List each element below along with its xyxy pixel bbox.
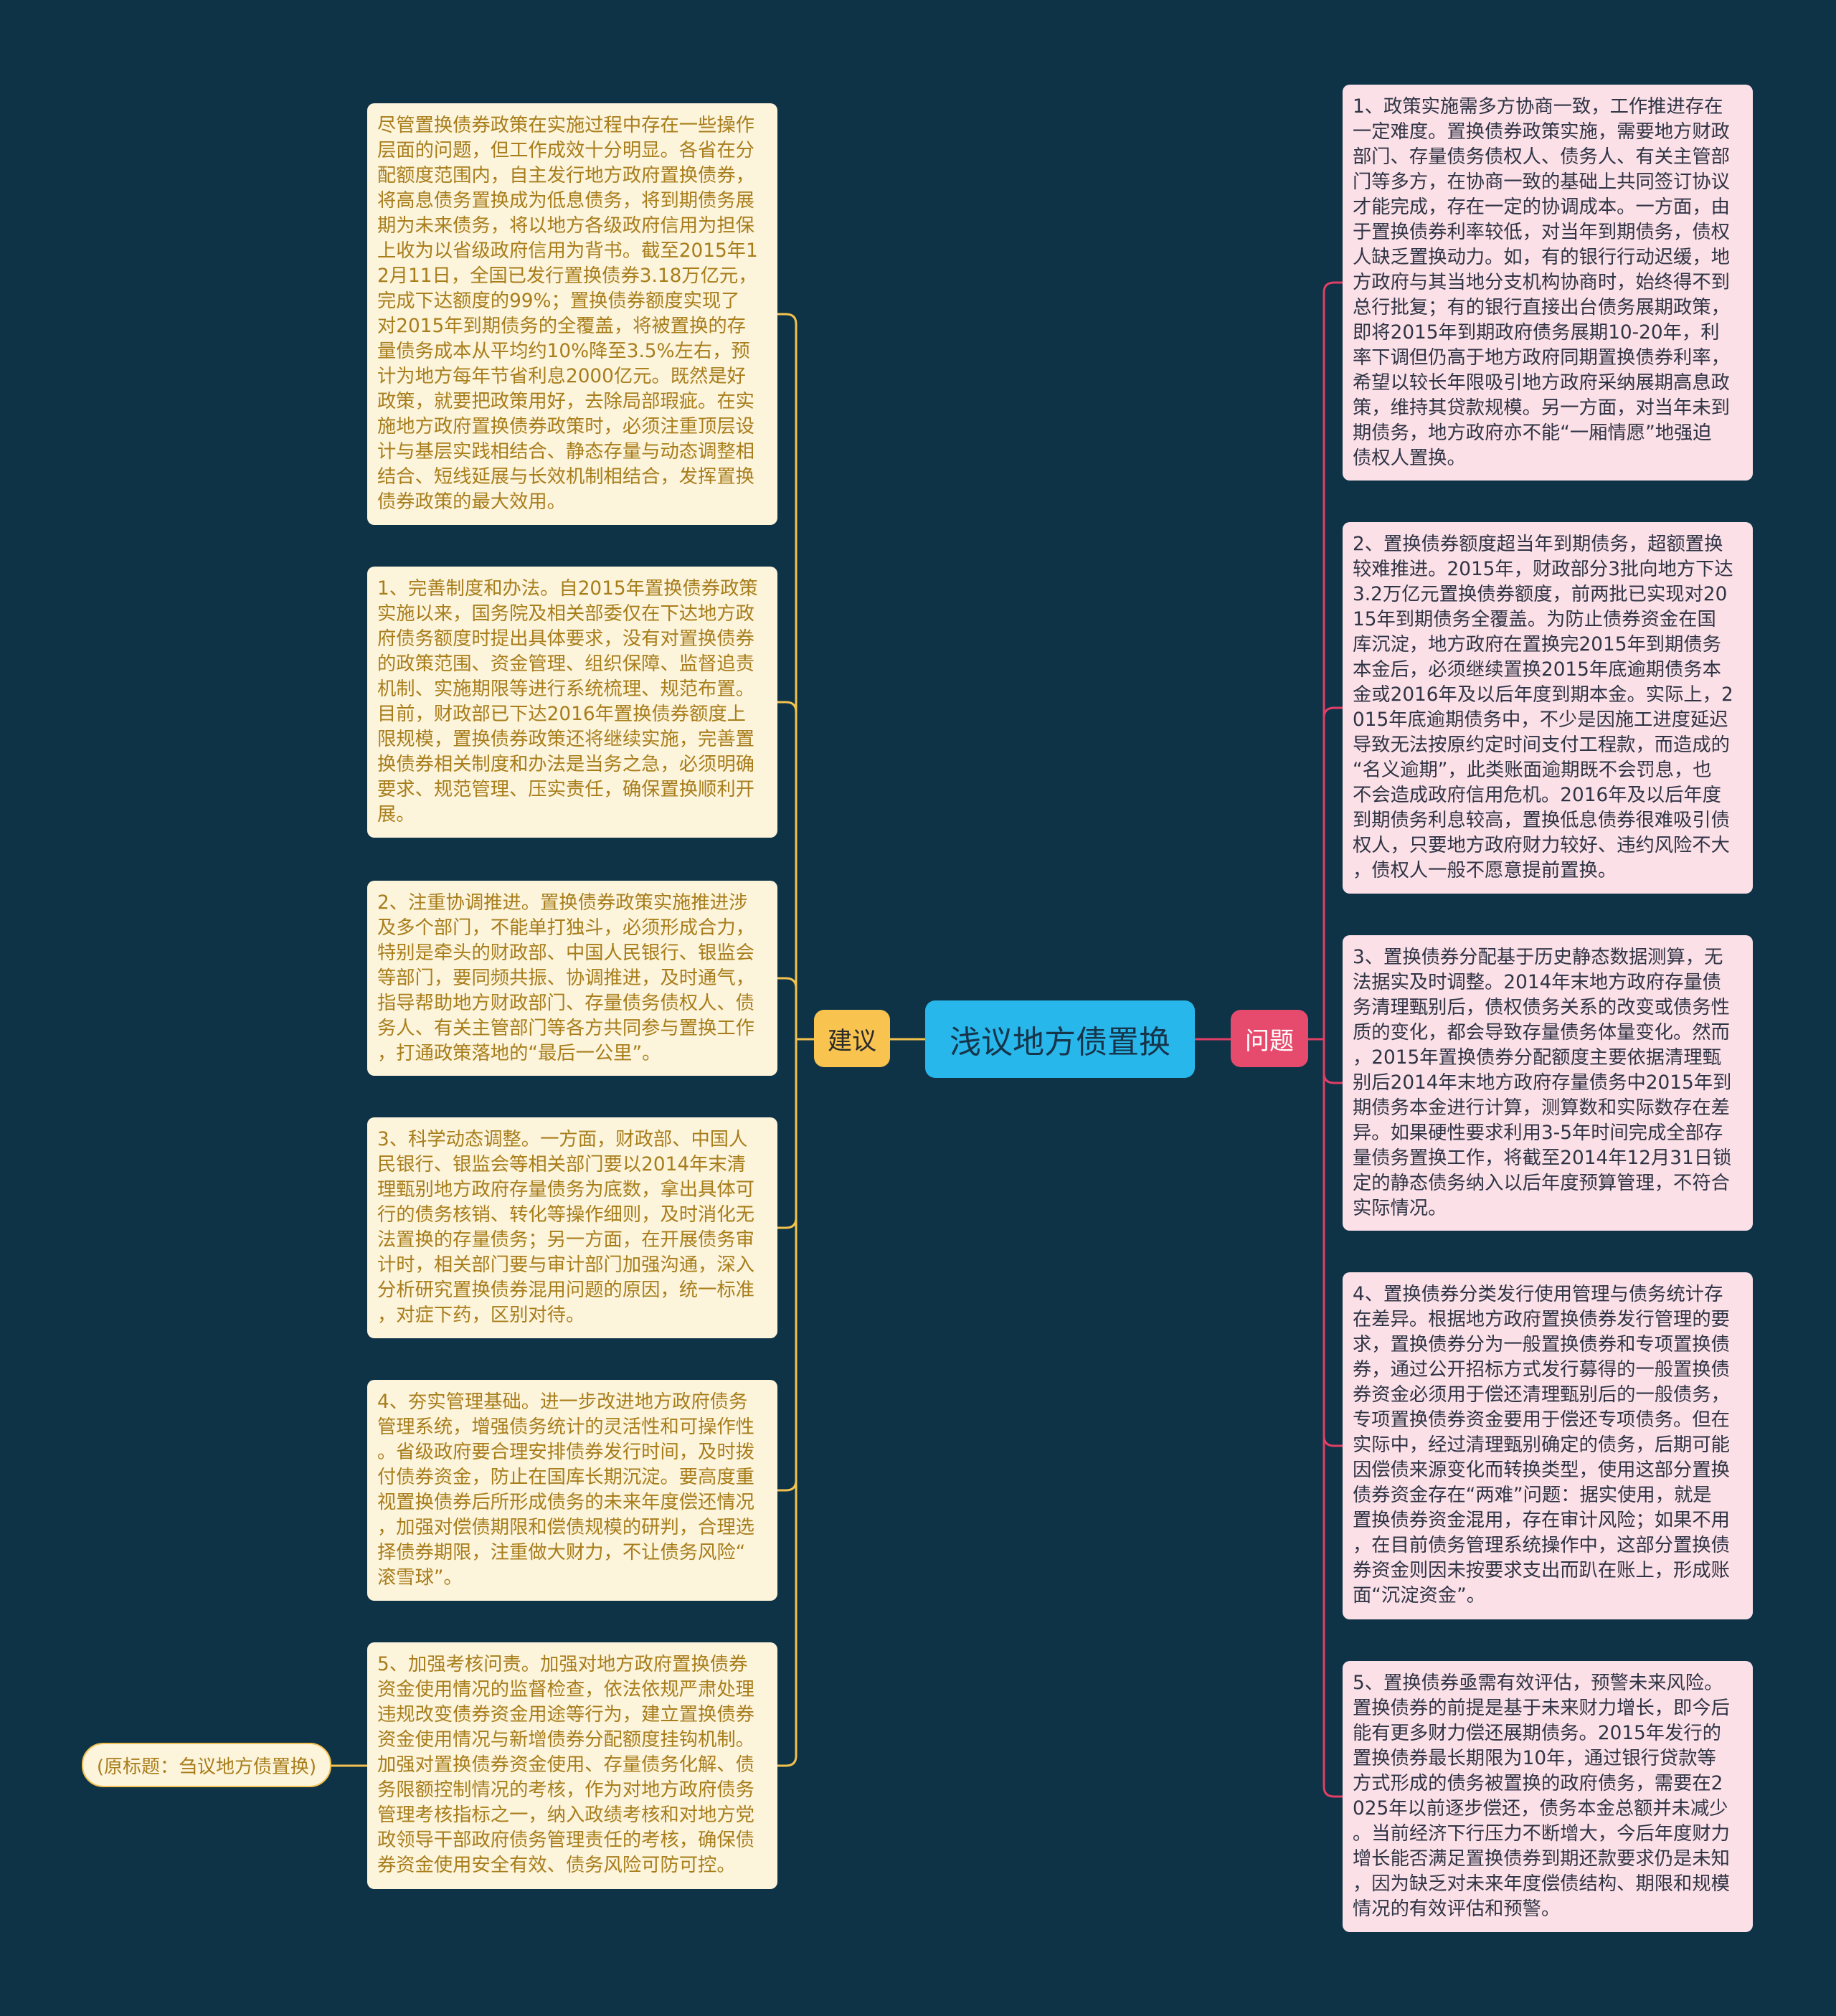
line-problem-4 <box>1322 1039 1343 1798</box>
line-problem-2 <box>1322 1039 1343 1084</box>
original-title-note[interactable]: (原标题：刍议地方债置换) <box>82 1743 331 1787</box>
branch-suggestions[interactable]: 建议 <box>814 1010 890 1067</box>
problem-card-1[interactable]: 1、政策实施需多方协商一致，工作推进存在 一定难度。置换债券政策实施，需要地方财… <box>1343 85 1753 481</box>
line-problem-3 <box>1322 1039 1343 1447</box>
problem-card-5[interactable]: 5、置换债券亟需有效评估，预警未来风险。 置换债券的前提是基于未来财力增长，即今… <box>1343 1661 1753 1932</box>
problem-card-4[interactable]: 4、置换债券分类发行使用管理与债务统计存 在差异。根据地方政府置换债券发行管理的… <box>1343 1272 1753 1619</box>
suggestion-card-3[interactable]: 3、科学动态调整。一方面，财政部、中国人 民银行、银监会等相关部门要以2014年… <box>367 1117 777 1338</box>
problem-card-2[interactable]: 2、置换债券额度超当年到期债务，超额置换 较难推进。2015年，财政部分3批向地… <box>1343 522 1753 894</box>
line-problem-0 <box>1322 281 1343 1039</box>
suggestion-card-intro[interactable]: 尽管置换债券政策在实施过程中存在一些操作 层面的问题，但工作成效十分明显。各省在… <box>367 103 777 525</box>
line-suggestion-3 <box>777 1039 798 1229</box>
branch-problems[interactable]: 问题 <box>1231 1010 1308 1067</box>
suggestion-card-4[interactable]: 4、夯实管理基础。进一步改进地方政府债务 管理系统，增强债务统计的灵活性和可操作… <box>367 1380 777 1601</box>
suggestion-card-1[interactable]: 1、完善制度和办法。自2015年置换债券政策 实施以来，国务院及相关部委仅在下达… <box>367 567 777 838</box>
line-suggestion-0 <box>777 313 798 1039</box>
problem-card-3[interactable]: 3、置换债券分配基于历史静态数据测算，无 法据实及时调整。2014年末地方政府存… <box>1343 935 1753 1231</box>
line-problem-1 <box>1322 706 1343 1039</box>
suggestion-card-2[interactable]: 2、注重协调推进。置换债券政策实施推进涉 及多个部门，不能单打独斗，必须形成合力… <box>367 881 777 1076</box>
line-suggestion-4 <box>777 1039 798 1492</box>
line-suggestion-1 <box>777 701 798 1039</box>
root-topic[interactable]: 浅议地方债置换 <box>925 1000 1195 1078</box>
line-suggestion-2 <box>777 977 798 1039</box>
line-suggestion-5 <box>777 1039 798 1767</box>
suggestion-card-5[interactable]: 5、加强考核问责。加强对地方政府置换债券 资金使用情况的监督检查，依法依规严肃处… <box>367 1642 777 1889</box>
